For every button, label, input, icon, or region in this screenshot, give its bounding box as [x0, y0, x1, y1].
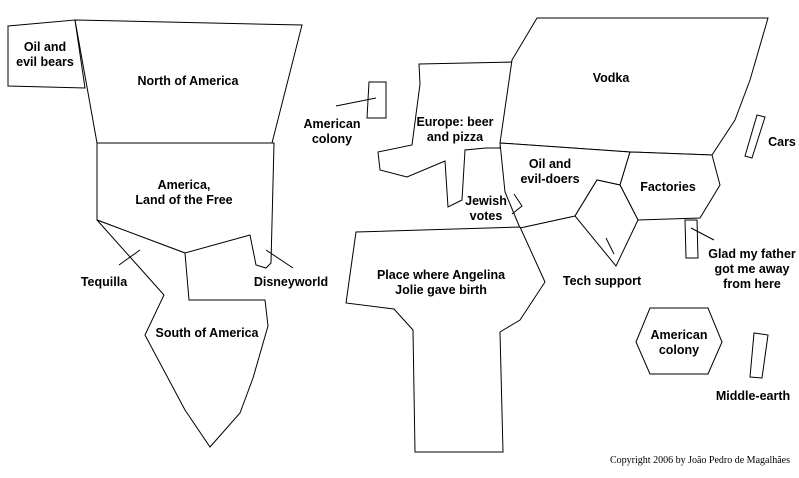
region-china: Factories — [619, 151, 721, 221]
leader-mexico — [118, 249, 141, 266]
copyright-text: Copyright 2006 by João Pedro de Magalhãe… — [610, 455, 790, 466]
region-japan: Cars — [744, 114, 796, 159]
leader-india — [605, 237, 615, 255]
leader-greenland — [335, 97, 377, 107]
label-china: Factories — [640, 180, 696, 194]
region-usa: America,Land of the Free — [96, 142, 275, 269]
leader-taiwan — [690, 227, 715, 241]
label-florida: Disneyworld — [254, 275, 328, 289]
label-japan: Cars — [768, 135, 796, 149]
label-india: Tech support — [563, 274, 642, 288]
region-canada: North of America — [74, 19, 303, 144]
region-south-america: South of America — [96, 219, 269, 448]
region-india: Tech support — [563, 179, 642, 288]
label-canada: North of America — [138, 74, 240, 88]
region-new-zealand: Middle-earth — [716, 332, 790, 403]
leader-florida — [265, 249, 294, 269]
leader-israel — [511, 193, 523, 215]
label-usa: America,Land of the Free — [135, 178, 232, 207]
label-south-america: South of America — [155, 326, 259, 340]
label-new-zealand: Middle-earth — [716, 389, 790, 403]
label-russia: Vodka — [593, 71, 631, 85]
region-russia: Vodka — [499, 17, 769, 156]
label-mexico: Tequilla — [81, 275, 128, 289]
